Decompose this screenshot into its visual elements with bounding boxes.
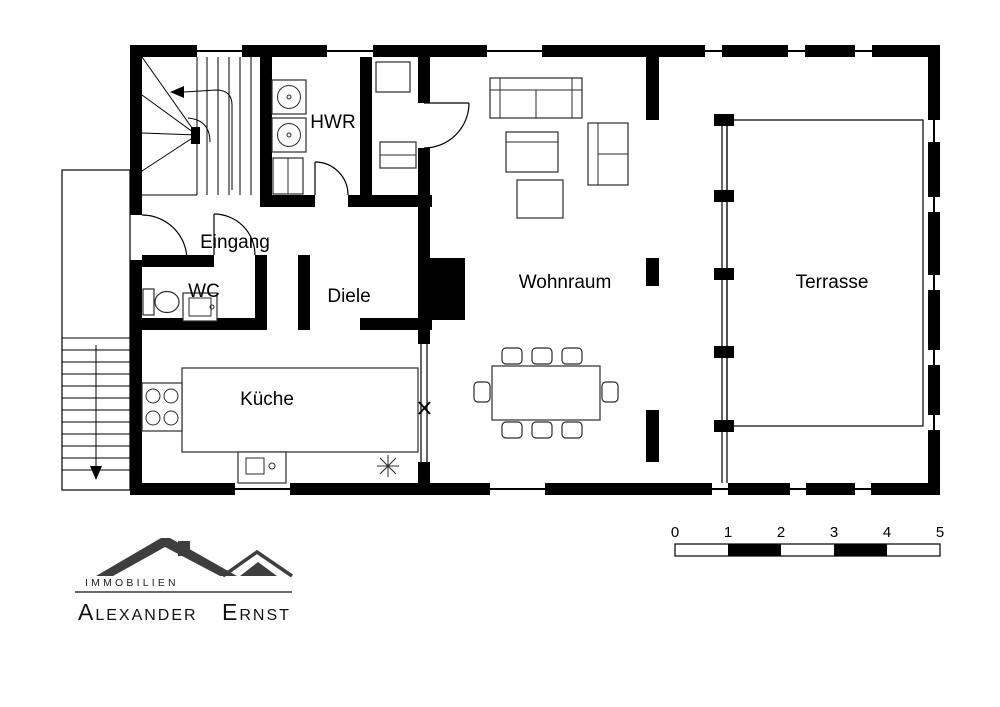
coffee-table [516,179,564,219]
logo-tagline: IMMOBILIEN [85,577,179,589]
scale-tick-4: 4 [883,524,891,541]
room-label-eingang: Eingang [200,232,270,253]
washbasin-icon [182,292,218,322]
scale-tick-3: 3 [830,524,838,541]
logo-name-last: Ernst [222,599,291,625]
room-label-wohnraum: Wohnraum [519,272,612,293]
toilet-icon [142,288,180,316]
stair-newel [191,127,200,144]
scale-tick-0: 0 [671,524,679,541]
sofa-side [587,122,629,186]
scale-tick-1: 1 [724,524,732,541]
armchair [505,131,559,173]
doors [141,102,470,261]
room-label-hwr: HWR [310,112,355,133]
dining-table [491,365,601,421]
storage-shelf [379,141,417,169]
sink-icon [237,451,287,484]
washing-machine-icon [271,79,307,115]
dining-chair [531,421,553,439]
room-label-terrasse: Terrasse [796,272,869,293]
kitchen-counter [181,367,419,453]
scale-tick-2: 2 [777,524,785,541]
outer-walls [130,45,940,495]
terrace-structure [714,114,924,483]
partition-glass [418,344,431,462]
dining-chair [561,421,583,439]
kitchen-fixtures [141,344,431,484]
dining-set [473,347,619,439]
exterior-staircase [61,169,131,491]
stairs-down-arrow [90,345,102,480]
entrance-door [141,214,188,261]
livingroom-furniture [473,77,629,439]
stair-direction-arrow [170,86,233,190]
niche-marker-icon [418,401,431,415]
logo-name-first: Alexander [78,599,198,625]
room-label-diele: Diele [327,286,370,307]
hwr-shelf [272,157,304,195]
dining-chair [561,347,583,365]
room-label-wc: WC [188,281,220,302]
dishwasher-symbol-icon [377,455,399,477]
storage-door [423,102,470,149]
company-logo: IMMOBILIEN Alexander Ernst [75,538,293,625]
scale-bar: 0 1 2 3 4 5 [671,524,944,557]
interior-walls [142,57,659,483]
room-label-kueche: Küche [240,389,294,410]
column [646,258,659,286]
stove-icon [141,382,183,432]
dining-chair [501,421,523,439]
hwr-fixtures [271,61,417,195]
dryer-icon [271,117,307,153]
dining-chair [473,381,491,403]
logo-house-icon [96,538,293,578]
windows [197,50,935,490]
dining-chair [501,347,523,365]
interior-staircase [141,56,252,196]
scale-tick-5: 5 [936,524,944,541]
sofa-top [489,77,583,119]
wardrobe [375,61,411,93]
dining-chair [531,347,553,365]
dining-chair [601,381,619,403]
facade-posts [714,114,734,432]
hwr-door [314,161,349,196]
room-labels: HWR Eingang WC Diele Küche Wohnraum Terr… [188,112,868,410]
wc-door [213,213,256,256]
wc-fixtures [142,288,218,322]
